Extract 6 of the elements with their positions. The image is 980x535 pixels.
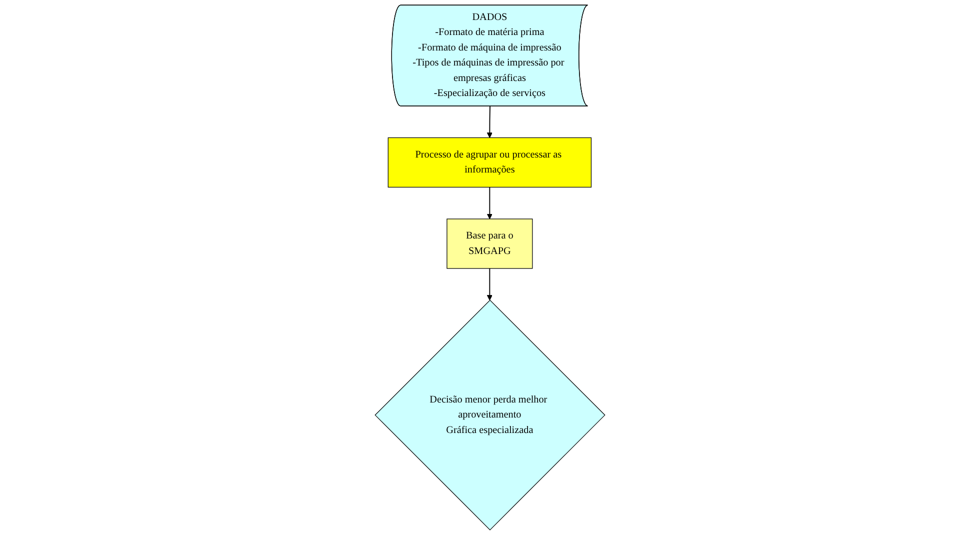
node-diamond: Decisão menor perda melhor aproveitamento Gráfica especializada xyxy=(374,300,606,530)
node-box: Base para o SMGAPG xyxy=(446,218,533,269)
arrow xyxy=(486,186,492,220)
arrow xyxy=(486,106,492,138)
arrow xyxy=(486,268,492,300)
node-box: Processo de agrupar ou processar as informações xyxy=(388,137,592,188)
